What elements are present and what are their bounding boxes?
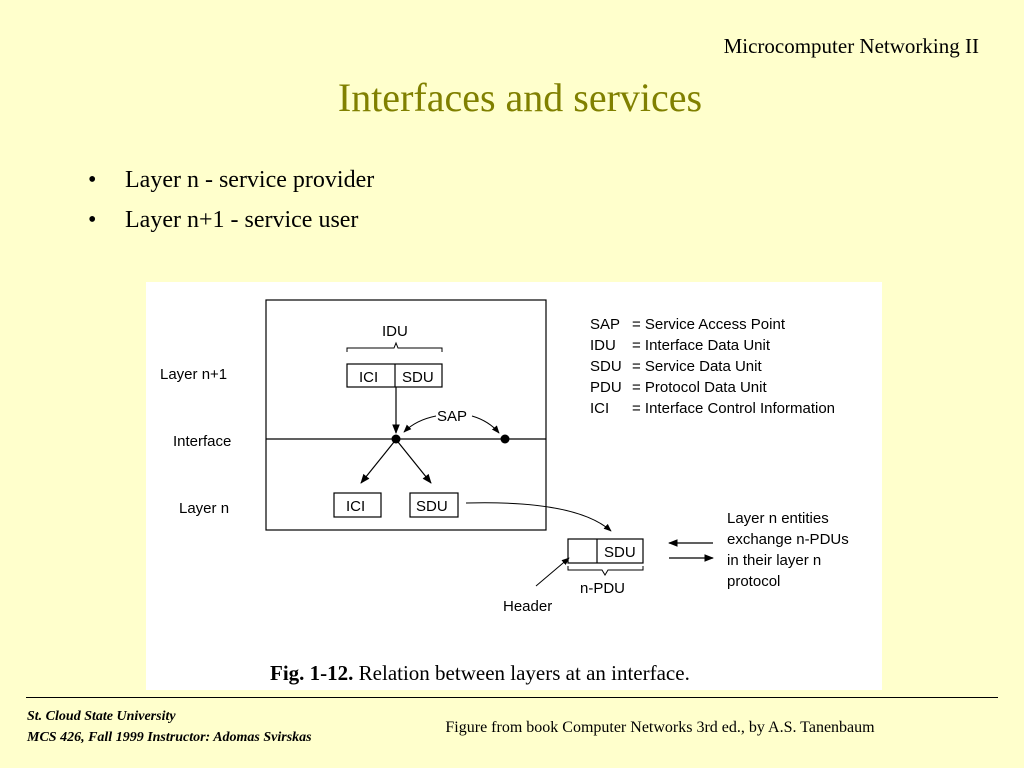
legend-def: = Interface Control Information	[632, 400, 835, 417]
legend-abbr: IDU	[590, 337, 616, 354]
layers-diagram: Layer n+1 Interface Layer n IDU ICI SDU …	[160, 299, 849, 685]
bullet-marker: •	[88, 167, 97, 193]
figure-caption: Fig. 1-12. Relation between layers at an…	[270, 661, 690, 685]
layers-figure: Layer n+1 Interface Layer n IDU ICI SDU …	[146, 282, 882, 690]
split-arrow-sdu	[397, 441, 432, 484]
footer-institution-block: St. Cloud State University MCS 426, Fall…	[27, 706, 312, 748]
npdu-brace	[567, 566, 644, 576]
lower-sdu-box	[409, 492, 459, 518]
legend-abbr: PDU	[590, 379, 622, 396]
course-title: Microcomputer Networking II	[723, 34, 979, 58]
bullet-text: Layer n+1 - service user	[125, 207, 359, 233]
layer-upper-label: Layer n+1	[160, 366, 227, 383]
footer-divider	[26, 697, 998, 698]
npdu-sdu-label: SDU	[604, 544, 636, 561]
legend-def: = Protocol Data Unit	[632, 379, 767, 396]
exchange-note-line: protocol	[727, 573, 780, 590]
bullet-text: Layer n - service provider	[125, 167, 375, 193]
lower-sdu-label: SDU	[416, 498, 448, 515]
interface-label: Interface	[173, 433, 231, 450]
footer-credit: Figure from book Computer Networks 3rd e…	[445, 719, 875, 736]
bullet-marker: •	[88, 207, 97, 233]
npdu-label: n-PDU	[580, 580, 625, 597]
idu-brace	[346, 341, 443, 352]
caption-fig-number: Fig. 1-12.	[270, 661, 353, 685]
idu-ici-label: ICI	[359, 369, 378, 386]
legend-def: = Service Data Unit	[632, 358, 762, 375]
sap-point-right	[500, 434, 510, 444]
split-arrow-ici	[360, 441, 395, 484]
sap-point	[391, 434, 401, 444]
lower-ici-box	[333, 492, 382, 518]
bullet-item: • Layer n - service provider	[88, 160, 374, 200]
caption-text: Relation between layers at an interface.	[353, 661, 689, 685]
bullet-item: • Layer n+1 - service user	[88, 200, 374, 240]
sap-label: SAP	[437, 408, 467, 425]
slide-title: Interfaces and services	[337, 75, 703, 120]
exchange-note-line: in their layer n	[727, 552, 821, 569]
sap-pointer-left	[403, 415, 437, 433]
idu-label: IDU	[382, 323, 408, 340]
footer-course-line: MCS 426, Fall 1999 Instructor: Adomas Sv…	[27, 730, 312, 745]
lower-ici-label: ICI	[346, 498, 365, 515]
exchange-note-line: Layer n entities	[727, 510, 829, 527]
npdu-box	[567, 538, 644, 564]
legend: SAP = Service Access Point IDU = Interfa…	[590, 316, 835, 417]
sdu-to-npdu-arrow	[465, 502, 612, 532]
layer-box	[265, 299, 547, 531]
sap-pointer-right	[471, 415, 500, 434]
layer-lower-label: Layer n	[179, 500, 229, 517]
footer-institution: St. Cloud State University	[27, 709, 176, 724]
legend-abbr: SAP	[590, 316, 620, 333]
exchange-note-line: exchange n-PDUs	[727, 531, 849, 548]
idu-sdu-label: SDU	[402, 369, 434, 386]
legend-def: = Interface Data Unit	[632, 337, 771, 354]
header-label: Header	[503, 598, 552, 615]
legend-def: = Service Access Point	[632, 316, 786, 333]
legend-abbr: SDU	[590, 358, 622, 375]
legend-abbr: ICI	[590, 400, 609, 417]
bullet-list: • Layer n - service provider • Layer n+1…	[88, 160, 374, 240]
header-pointer	[535, 557, 570, 587]
